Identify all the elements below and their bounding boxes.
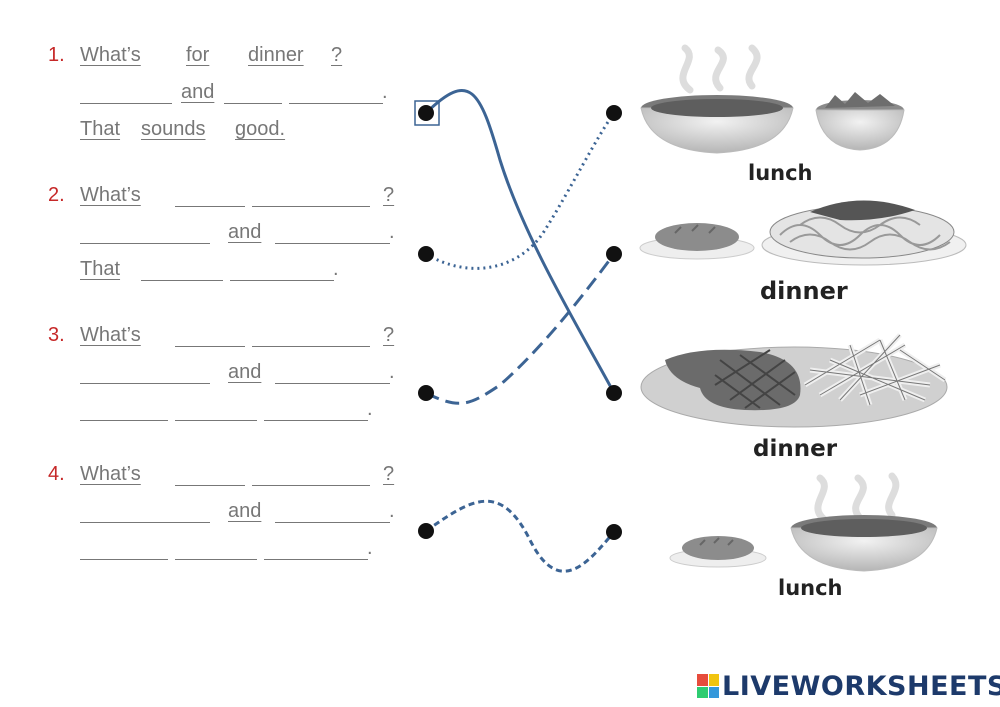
- period: .: [367, 398, 373, 420]
- word: and: [181, 81, 215, 103]
- blank-input[interactable]: [141, 280, 223, 281]
- word: and: [228, 361, 262, 383]
- right-dot-1[interactable]: [606, 105, 622, 121]
- blank-input[interactable]: [80, 420, 168, 421]
- word: What’s: [80, 324, 141, 346]
- period: .: [382, 81, 388, 103]
- period: .: [389, 361, 395, 383]
- blank-input[interactable]: [252, 206, 370, 207]
- word: ?: [383, 184, 395, 206]
- selected-dot-frame[interactable]: [414, 100, 440, 126]
- word: and: [228, 221, 262, 243]
- blank-input[interactable]: [175, 206, 245, 207]
- left-dot-1[interactable]: [418, 105, 434, 121]
- blank-input[interactable]: [224, 103, 282, 104]
- blank-input[interactable]: [275, 243, 390, 244]
- blank-input[interactable]: [80, 103, 172, 104]
- blank-input[interactable]: [80, 383, 210, 384]
- blank-input[interactable]: [175, 346, 245, 347]
- meal-label-3: dinner: [753, 436, 838, 462]
- question-3: 3. What’s ? and . .: [48, 324, 408, 424]
- meal-label-1: lunch: [748, 161, 813, 185]
- left-dot-2[interactable]: [418, 246, 434, 262]
- blank-input[interactable]: [230, 280, 334, 281]
- word: What’s: [80, 184, 141, 206]
- word: good.: [235, 118, 286, 140]
- question-number: 1.: [48, 44, 65, 66]
- period: .: [389, 221, 395, 243]
- question-number: 3.: [48, 324, 65, 346]
- right-dot-3[interactable]: [606, 385, 622, 401]
- question-1: 1. What’s for dinner ? and . That sounds…: [48, 44, 408, 144]
- word: That: [80, 258, 121, 280]
- word: and: [228, 500, 262, 522]
- blank-input[interactable]: [252, 485, 370, 486]
- blank-input[interactable]: [275, 522, 390, 523]
- blank-input[interactable]: [175, 559, 257, 560]
- match-line-dashed[interactable]: [425, 253, 616, 405]
- word: What’s: [80, 463, 141, 485]
- word: dinner: [248, 44, 304, 66]
- left-dot-3[interactable]: [418, 385, 434, 401]
- logo-text: LIVEWORKSHEETS: [722, 670, 1000, 702]
- blank-input[interactable]: [252, 346, 370, 347]
- match-line-short-dashed[interactable]: [425, 499, 616, 573]
- right-dot-4[interactable]: [606, 524, 622, 540]
- word: for: [186, 44, 210, 66]
- word: ?: [383, 463, 395, 485]
- question-number: 2.: [48, 184, 65, 206]
- question-2: 2. What’s ? and . That .: [48, 184, 408, 284]
- word: ?: [383, 324, 395, 346]
- blank-input[interactable]: [80, 559, 168, 560]
- period: .: [389, 500, 395, 522]
- word: ?: [331, 44, 343, 66]
- blank-input[interactable]: [264, 420, 368, 421]
- blank-input[interactable]: [80, 522, 210, 523]
- word: What’s: [80, 44, 141, 66]
- blank-input[interactable]: [80, 243, 210, 244]
- blank-input[interactable]: [175, 420, 257, 421]
- soup-salad-image: [640, 44, 905, 154]
- period: .: [333, 258, 339, 280]
- blank-input[interactable]: [289, 103, 383, 104]
- match-line-solid[interactable]: [424, 89, 616, 394]
- word: sounds: [141, 118, 206, 140]
- blank-input[interactable]: [264, 559, 368, 560]
- blank-input[interactable]: [175, 485, 245, 486]
- word: That: [80, 118, 121, 140]
- bread-soup-image: [669, 472, 938, 572]
- logo-icon: [697, 674, 719, 698]
- question-4: 4. What’s ? and . .: [48, 463, 408, 563]
- match-line-dotted[interactable]: [425, 112, 616, 270]
- question-number: 4.: [48, 463, 65, 485]
- left-dot-4[interactable]: [418, 523, 434, 539]
- meal-label-4: lunch: [778, 576, 843, 600]
- right-dot-2[interactable]: [606, 246, 622, 262]
- steak-fries-image: [640, 333, 948, 428]
- liveworksheets-logo[interactable]: LIVEWORKSHEETS: [697, 670, 1000, 702]
- blank-input[interactable]: [275, 383, 390, 384]
- meal-label-2: dinner: [760, 277, 848, 305]
- bread-spaghetti-image: [639, 200, 967, 266]
- period: .: [367, 537, 373, 559]
